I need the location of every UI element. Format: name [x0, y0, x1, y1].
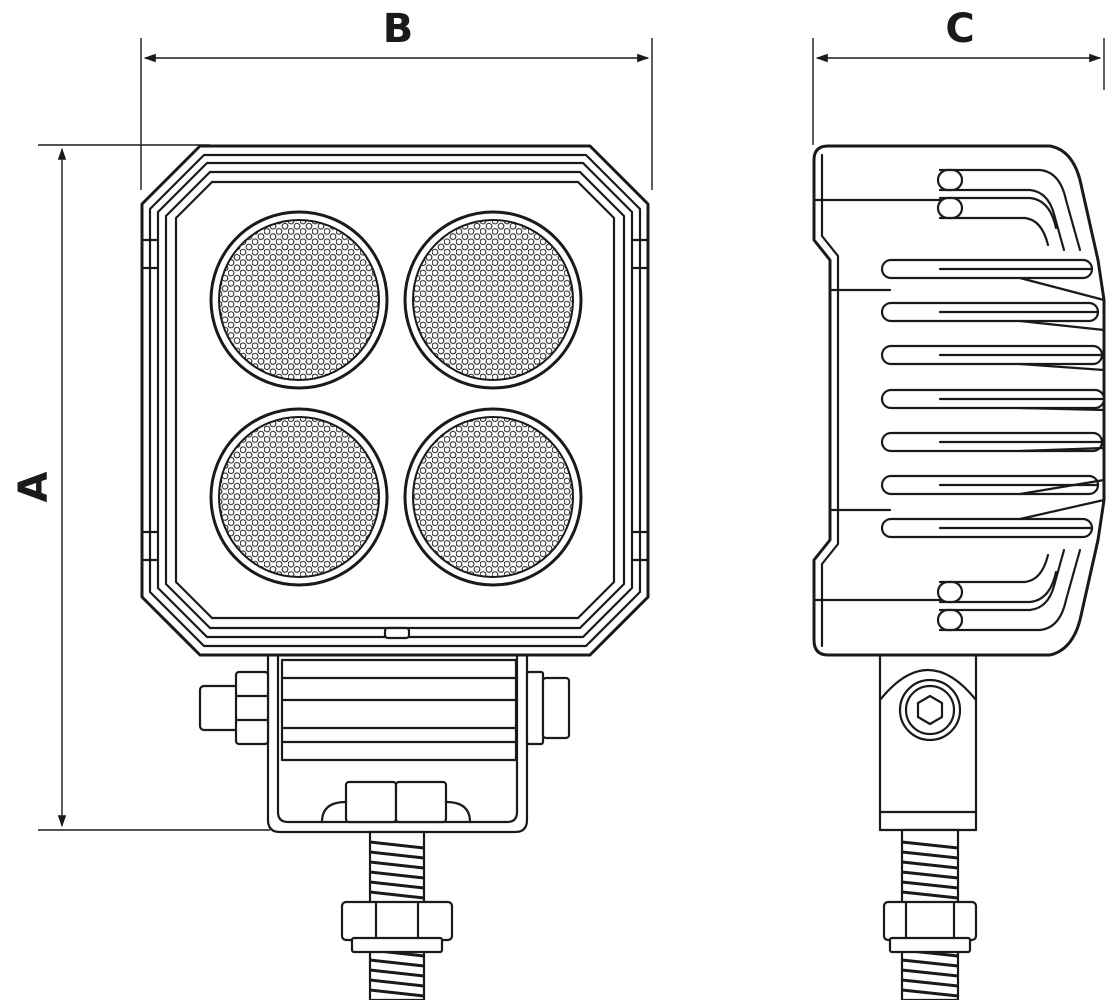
cooling-fin	[880, 344, 1104, 366]
dimension-a: A	[11, 144, 270, 831]
side-view	[812, 144, 1106, 1000]
led-lens-bottom-right	[403, 407, 583, 587]
front-threaded-stud	[340, 830, 454, 1000]
cooling-fin	[880, 388, 1106, 410]
dimension-a-label: A	[11, 471, 57, 502]
dimension-c-label: C	[945, 6, 974, 52]
side-cooling-fins	[880, 258, 1106, 539]
cooling-fin	[880, 258, 1094, 280]
front-mounting-bracket	[198, 653, 571, 834]
dimension-b: B	[140, 6, 653, 190]
cooling-fin	[880, 517, 1094, 539]
dimension-b-label: B	[383, 6, 414, 52]
side-threaded-stud	[882, 828, 978, 1000]
cooling-fin	[880, 474, 1100, 496]
cooling-fin	[880, 431, 1104, 453]
side-mounting-bracket	[878, 653, 978, 832]
led-lens-top-left	[209, 210, 389, 390]
front-view	[140, 144, 650, 1000]
dimension-c: C	[812, 6, 1105, 145]
led-lens-bottom-left	[209, 407, 389, 587]
front-housing	[140, 144, 650, 657]
led-lens-top-right	[403, 210, 583, 390]
cooling-fin	[880, 301, 1100, 323]
